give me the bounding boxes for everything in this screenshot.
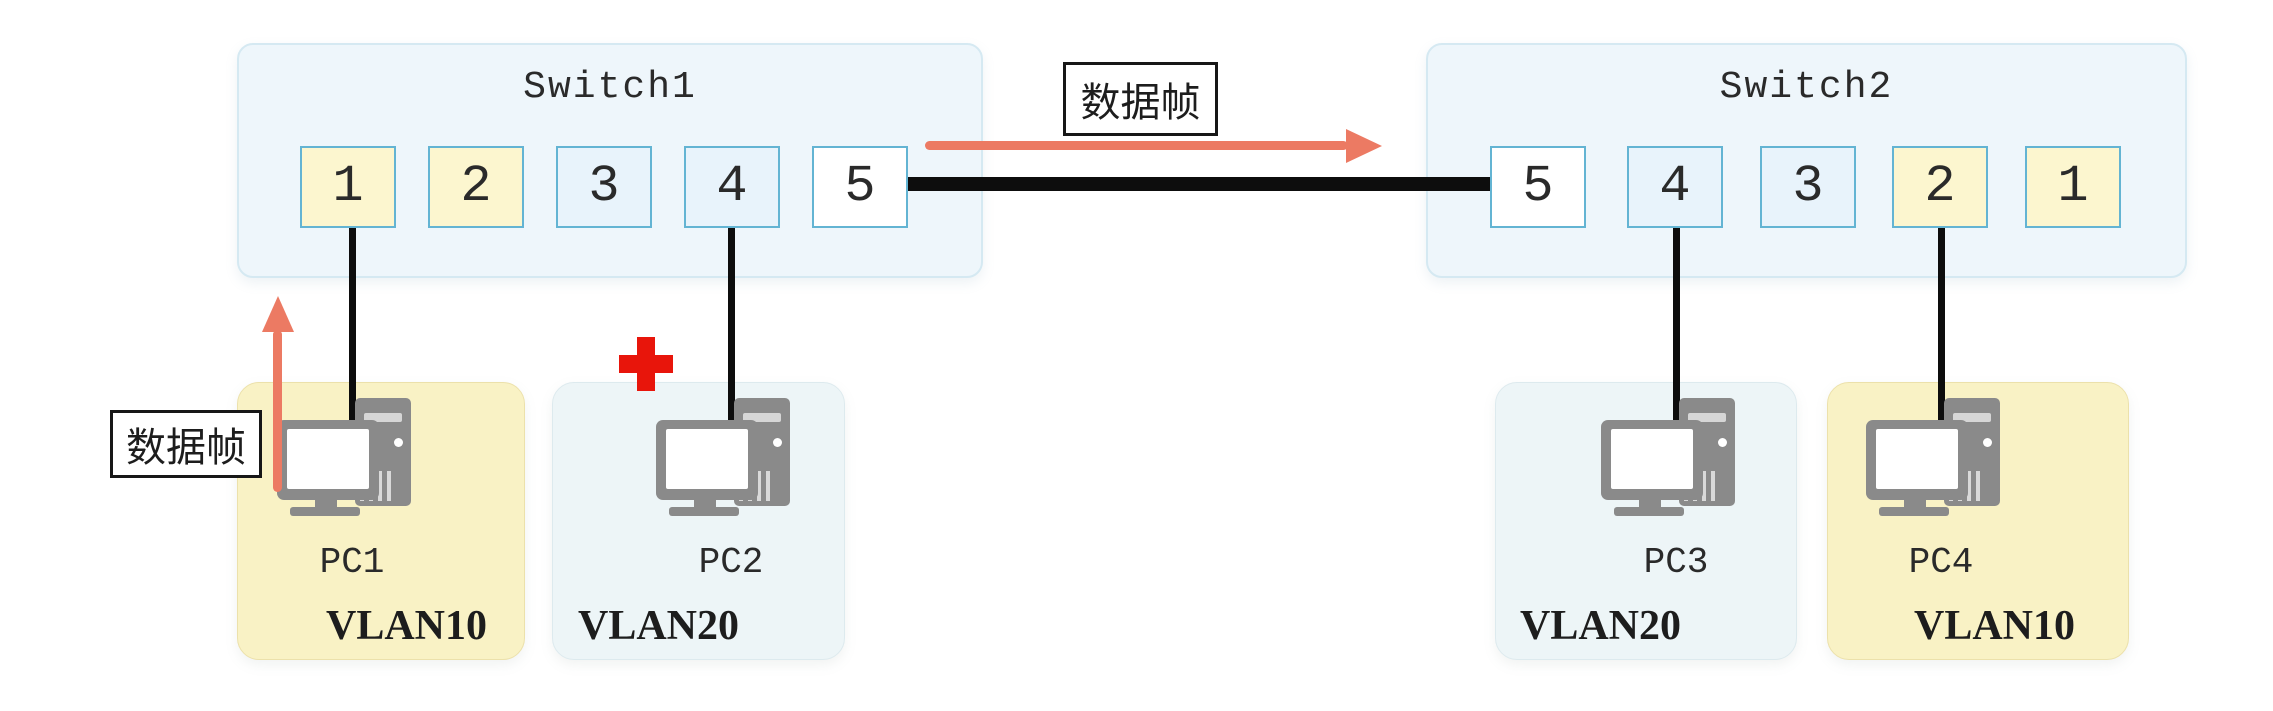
power-dot-icon	[394, 438, 403, 447]
switch1-port-3: 3	[556, 146, 652, 228]
switch1-port-2: 2	[428, 146, 524, 228]
power-dot-icon	[773, 438, 782, 447]
monitor-stand-icon	[1639, 498, 1661, 509]
pc3-computer-icon	[1601, 398, 1771, 516]
cable-port2-pc4	[1938, 228, 1945, 450]
switch2-port-2: 2	[1892, 146, 1988, 228]
drive-slot-icon	[1688, 413, 1726, 422]
switch1-port-1: 1	[300, 146, 396, 228]
monitor-icon	[277, 420, 379, 500]
pc2-vlan-label: VLAN20	[578, 603, 740, 649]
red-cross-icon	[619, 337, 673, 391]
switch1-port-5: 5	[812, 146, 908, 228]
power-dot-icon	[1983, 438, 1992, 447]
switch1-title: Switch1	[523, 66, 697, 109]
screen-icon	[1876, 429, 1958, 489]
data-frame-arrow-up-head	[262, 296, 294, 332]
pc1-vlan-label: VLAN10	[325, 603, 487, 649]
pc1-computer-icon	[277, 398, 447, 516]
switch1-port-4: 4	[684, 146, 780, 228]
monitor-icon	[1601, 420, 1703, 500]
data-frame-label-pc1: 数据帧	[110, 410, 262, 478]
drive-slot-icon	[1953, 413, 1991, 422]
red-cross-horizontal-bar	[619, 355, 673, 373]
screen-icon	[287, 429, 369, 489]
drive-slot-icon	[743, 413, 781, 422]
cable-port4-pc3	[1673, 228, 1680, 450]
switch2-title: Switch2	[1719, 66, 1894, 109]
monitor-stand-icon	[694, 498, 716, 509]
monitor-stand-icon	[1904, 498, 1926, 509]
data-frame-arrow-right-line	[925, 141, 1348, 150]
switch2-port-4: 4	[1627, 146, 1723, 228]
screen-icon	[666, 429, 748, 489]
pc4-vlan-label: VLAN10	[1913, 603, 2075, 649]
data-frame-arrow-right-head	[1346, 129, 1382, 163]
pc2-computer-icon	[656, 398, 826, 516]
pc2-name-label: PC2	[698, 542, 764, 583]
pc1-name-label: PC1	[319, 542, 385, 583]
cable-port4-pc2	[728, 228, 735, 450]
switch2-port-1: 1	[2025, 146, 2121, 228]
monitor-base-icon	[1614, 507, 1684, 516]
pc3-name-label: PC3	[1643, 542, 1709, 583]
pc3-vlan-label: VLAN20	[1520, 603, 1682, 649]
monitor-base-icon	[290, 507, 360, 516]
data-frame-arrow-up-line	[273, 330, 282, 492]
cable-port1-pc1	[349, 228, 356, 450]
switch2-port-5: 5	[1490, 146, 1586, 228]
trunk-link-cable	[905, 177, 1490, 191]
drive-slot-icon	[364, 413, 402, 422]
monitor-base-icon	[669, 507, 739, 516]
switch2-port-3: 3	[1760, 146, 1856, 228]
monitor-icon	[656, 420, 758, 500]
pc4-name-label: PC4	[1908, 542, 1974, 583]
monitor-icon	[1866, 420, 1968, 500]
monitor-stand-icon	[315, 498, 337, 509]
screen-icon	[1611, 429, 1693, 489]
pc4-computer-icon	[1866, 398, 2036, 516]
power-dot-icon	[1718, 438, 1727, 447]
monitor-base-icon	[1879, 507, 1949, 516]
data-frame-label-trunk: 数据帧	[1063, 62, 1218, 136]
